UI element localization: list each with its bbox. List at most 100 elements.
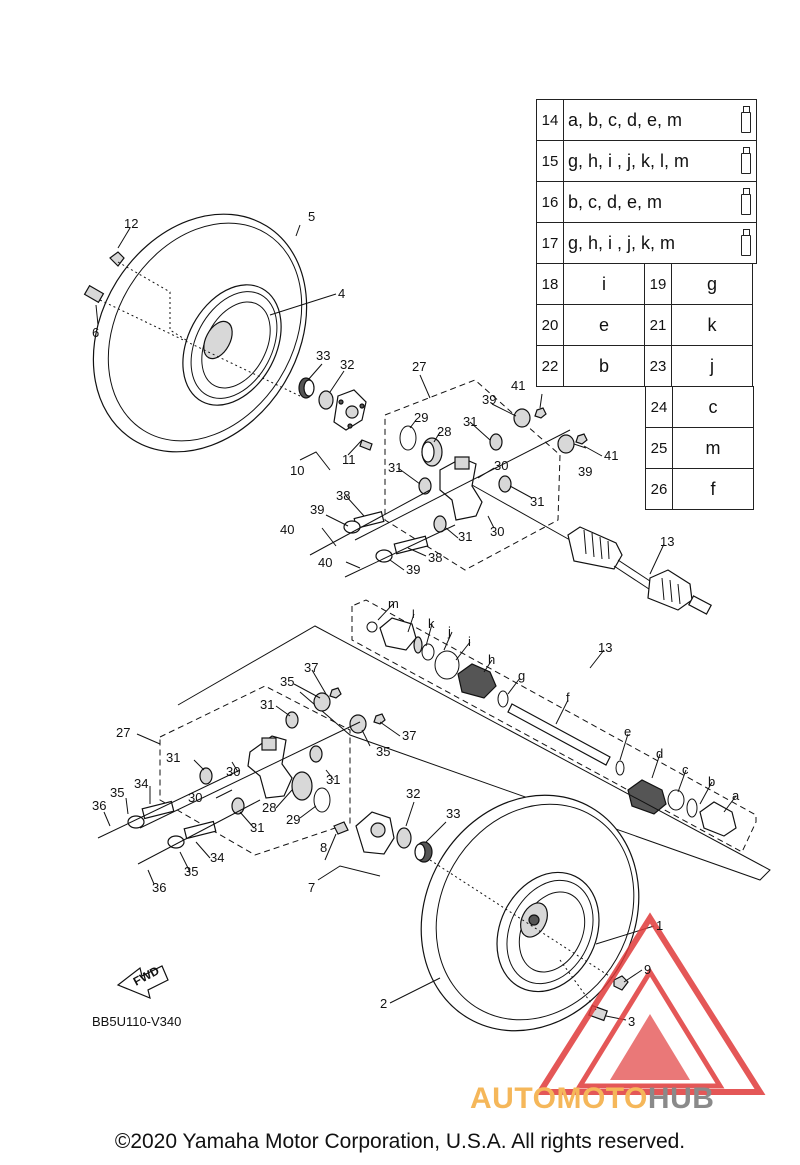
callout-30-top2: 30 [490, 524, 504, 539]
callout-27-top: 27 [412, 359, 426, 374]
pair-number-2: 23 [644, 345, 672, 387]
callout-41-top1: 41 [511, 378, 525, 393]
label-c: c [682, 762, 689, 777]
bottom-rim [496, 871, 600, 993]
kit-contents: a, b, c, d, e, m [563, 99, 757, 141]
callout-1: 1 [656, 918, 663, 933]
kit-row-14: 14 a, b, c, d, e, m [536, 99, 757, 141]
callout-29-top: 29 [414, 410, 428, 425]
label-d: d [656, 746, 663, 761]
callout-31-bot4: 31 [250, 820, 264, 835]
bottom-nut-9 [613, 975, 629, 991]
callout-40-top2: 40 [318, 555, 332, 570]
bottom-knuckle-30 [247, 735, 293, 799]
pair-row: 20 e 21 k [536, 304, 753, 346]
parts-single-table: 24 c 25 m 26 f [645, 386, 754, 510]
callout-35-bot4: 35 [184, 864, 198, 879]
watermark-logo [534, 912, 766, 1095]
pair-row: 22 b 23 j [536, 345, 753, 387]
top-hub-10 [333, 389, 367, 431]
grease-tube-icon [741, 106, 751, 133]
top-bolt-11 [359, 439, 373, 451]
callout-28-bot: 28 [262, 800, 276, 815]
callout-32-top: 32 [340, 357, 354, 372]
exploded-shaft-parts [366, 617, 737, 837]
top-rim [182, 284, 282, 406]
callout-3: 3 [628, 1014, 635, 1029]
callout-36-bot2: 36 [152, 880, 166, 895]
callout-33-bot: 33 [446, 806, 460, 821]
callout-37-bot2: 37 [402, 728, 416, 743]
callout-29-bot: 29 [286, 812, 300, 827]
kit-row-15: 15 g, h, i , j, k, l, m [536, 140, 757, 182]
callout-39-top4: 39 [406, 562, 420, 577]
callout-40-top1: 40 [280, 522, 294, 537]
callout-39-top1: 39 [482, 392, 496, 407]
kit-contents-text: g, h, i , j, k, m [568, 232, 676, 253]
single-row: 26 f [645, 468, 754, 510]
single-value: m [672, 427, 754, 469]
parts-kit-table: 14 a, b, c, d, e, m 15 g, h, i , j, k, l… [536, 99, 757, 264]
kit-number: 17 [536, 222, 564, 264]
top-seal-32 [318, 390, 334, 410]
watermark-part2: HUB [647, 1082, 715, 1115]
grease-tube-icon [741, 147, 751, 174]
top-valve [109, 251, 125, 267]
single-row: 25 m [645, 427, 754, 469]
callout-31-bot3: 31 [326, 772, 340, 787]
pair-value-2: g [671, 263, 753, 305]
callout-6: 6 [92, 325, 99, 340]
label-k: k [428, 616, 435, 631]
callout-39-top2: 39 [578, 464, 592, 479]
callout-34-bot2: 34 [210, 850, 224, 865]
kit-row-17: 17 g, h, i , j, k, m [536, 222, 757, 264]
pair-value-2: j [671, 345, 753, 387]
kit-number: 14 [536, 99, 564, 141]
callout-41-top2: 41 [604, 448, 618, 463]
pair-number-2: 21 [644, 304, 672, 346]
callout-36-bot1: 36 [92, 798, 106, 813]
kit-contents: b, c, d, e, m [563, 181, 757, 223]
callout-33-top: 33 [316, 348, 330, 363]
label-i: i [468, 634, 471, 649]
kit-contents-text: a, b, c, d, e, m [568, 109, 683, 130]
kit-contents-text: g, h, i , j, k, l, m [568, 150, 690, 171]
callout-30-top1: 30 [494, 458, 508, 473]
callout-34-bot1: 34 [134, 776, 148, 791]
kit-contents-text: b, c, d, e, m [568, 191, 663, 212]
callout-30-bot1: 30 [226, 764, 240, 779]
single-number: 24 [645, 386, 673, 428]
callout-30-bot2: 30 [188, 790, 202, 805]
label-e: e [624, 724, 631, 739]
callout-7: 7 [308, 880, 315, 895]
callout-35-bot2: 35 [376, 744, 390, 759]
pair-number-2: 19 [644, 263, 672, 305]
diagram-code: BB5U110-V340 [92, 1014, 182, 1029]
pair-value-1: e [563, 304, 645, 346]
callout-10: 10 [290, 463, 304, 478]
callout-12: 12 [124, 216, 138, 231]
pair-number-1: 18 [536, 263, 564, 305]
callout-5: 5 [308, 209, 315, 224]
top-knuckle-30 [439, 456, 483, 521]
callout-13-top: 13 [660, 534, 674, 549]
kit-row-16: 16 b, c, d, e, m [536, 181, 757, 223]
pair-number-1: 20 [536, 304, 564, 346]
watermark-part1: AUTOMOTO [470, 1082, 648, 1115]
callout-31-top4: 31 [458, 529, 472, 544]
callout-11: 11 [342, 452, 356, 467]
single-value: f [672, 468, 754, 510]
callout-2: 2 [380, 996, 387, 1011]
pair-value-1: i [563, 263, 645, 305]
single-number: 25 [645, 427, 673, 469]
top-bearing-33 [298, 377, 315, 399]
callout-38-top2: 38 [428, 550, 442, 565]
grease-tube-icon [741, 229, 751, 256]
label-b: b [708, 774, 715, 789]
kit-number: 15 [536, 140, 564, 182]
leader-lines [95, 224, 737, 1021]
callout-35-bot1: 35 [280, 674, 294, 689]
bottom-hub-7 [355, 811, 395, 855]
callout-27-bot: 27 [116, 725, 130, 740]
